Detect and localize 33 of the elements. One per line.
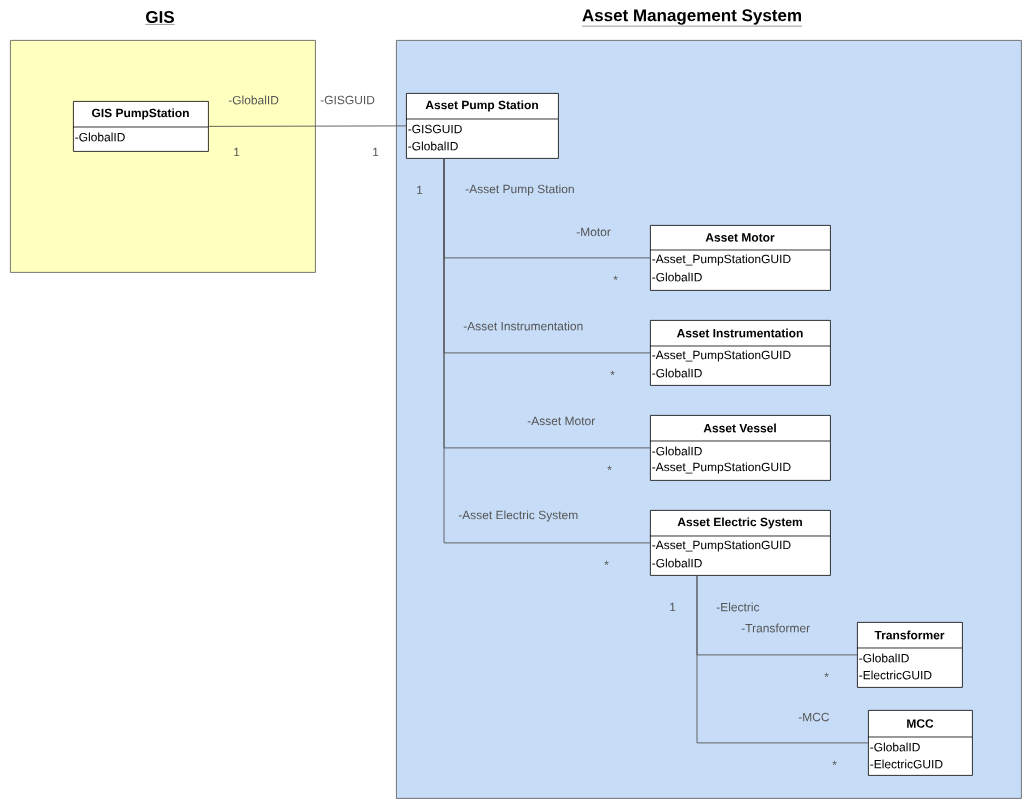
role-label: -Motor <box>576 227 611 237</box>
multiplicity-label: * <box>613 275 618 281</box>
multiplicity-label: * <box>832 760 837 766</box>
node-label: Asset Management System <box>582 9 801 25</box>
association-line <box>208 125 407 127</box>
multiplicity-label: * <box>604 560 609 566</box>
role-label: -Transformer <box>741 623 810 633</box>
multiplicity-label: 1 <box>373 147 379 157</box>
class-box: Asset Pump Station -GISGUID -GlobalID <box>405 93 559 159</box>
class-box: Transformer -GlobalID -ElectricGUID <box>856 622 963 688</box>
class-box: Asset Electric System -Asset_PumpStationGUID -GlobalID <box>649 510 831 576</box>
role-label: -MCC <box>798 712 830 722</box>
class-box: Asset Instrumentation -Asset_PumpStationGUID -GlobalID <box>649 320 831 386</box>
node-label: GIS <box>146 10 174 24</box>
role-label: -Asset Pump Station <box>465 184 574 196</box>
role-label: -GISGUID <box>320 95 375 105</box>
multiplicity-label: * <box>607 465 612 471</box>
class-box: GIS PumpStation -GlobalID <box>72 101 209 152</box>
class-box: Asset Vessel -GlobalID -Asset_PumpStationGUID <box>649 415 831 481</box>
role-label: -GlobalID <box>228 95 279 105</box>
multiplicity-label: 1 <box>670 602 676 612</box>
role-label: -Electric <box>716 602 760 612</box>
multiplicity-label: 1 <box>234 147 240 157</box>
multiplicity-label: 1 <box>417 185 423 195</box>
multiplicity-label: * <box>824 672 829 678</box>
class-box: MCC -GlobalID -ElectricGUID <box>867 710 973 776</box>
role-label: -Asset Motor <box>527 416 595 426</box>
role-label: -Asset Instrumentation <box>463 321 583 331</box>
role-label: -Asset Electric System <box>458 510 578 522</box>
association-line <box>443 158 651 544</box>
multiplicity-label: * <box>610 370 615 376</box>
association-line <box>696 575 869 744</box>
class-box: Asset Motor -Asset_PumpStationGUID -GlobalID <box>649 225 831 291</box>
